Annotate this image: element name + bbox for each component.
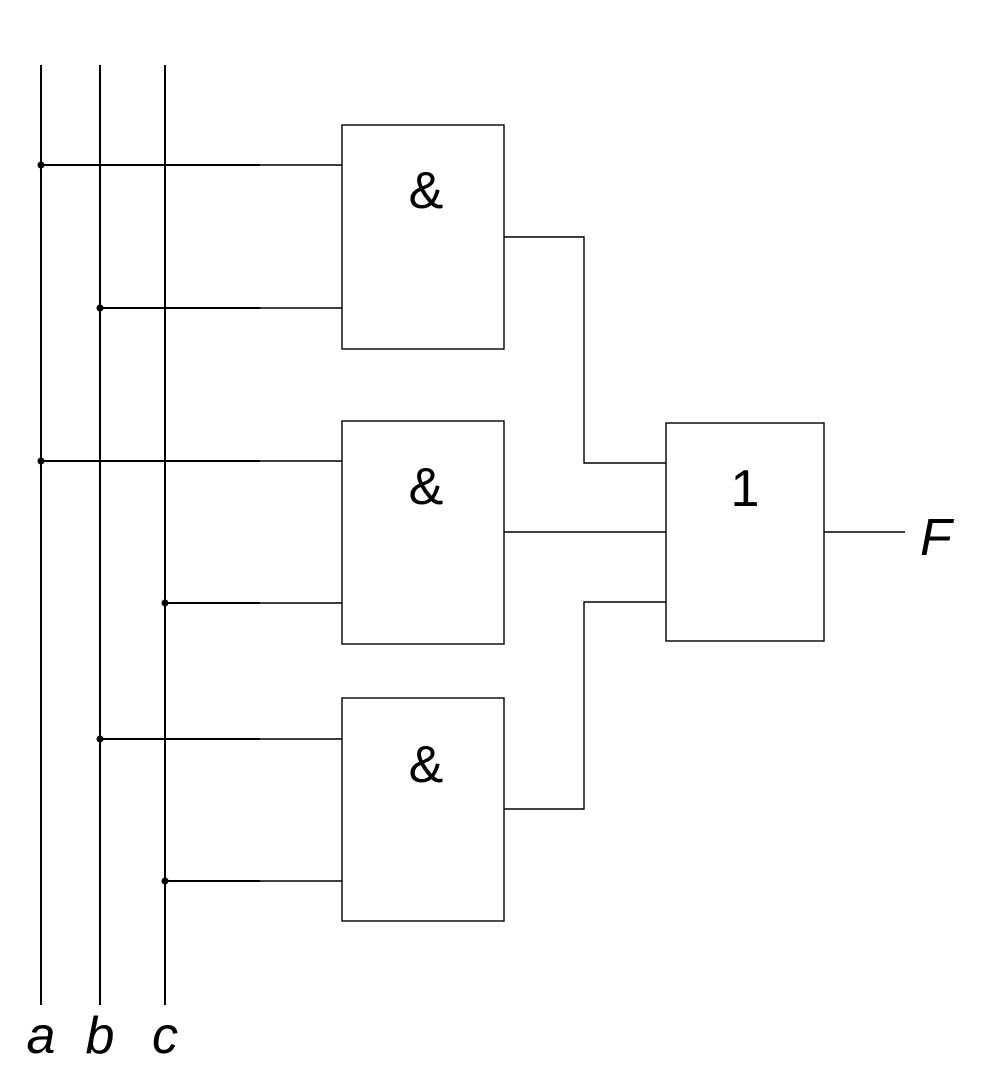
output-label-F: F bbox=[920, 509, 955, 567]
input-label-b: b bbox=[86, 1007, 115, 1065]
junction-dot-b3 bbox=[96, 735, 104, 743]
or-gate bbox=[665, 422, 825, 642]
and-gate-1-symbol: & bbox=[409, 162, 444, 220]
junction-dot-c3 bbox=[161, 877, 169, 885]
and-gate-3 bbox=[341, 697, 505, 922]
wire-and3-to-or bbox=[504, 601, 666, 810]
or-gate-symbol: 1 bbox=[731, 460, 760, 518]
junction-dot-c2 bbox=[161, 599, 169, 607]
and-gate-2 bbox=[341, 420, 505, 645]
junction-dot-b1 bbox=[96, 304, 104, 312]
and-gate-1 bbox=[341, 124, 505, 350]
and-gate-2-symbol: & bbox=[409, 458, 444, 516]
junction-dot-a2 bbox=[37, 457, 45, 465]
junction-dot-a1 bbox=[37, 161, 45, 169]
input-label-a: a bbox=[27, 1007, 56, 1065]
and-gate-3-symbol: & bbox=[409, 736, 444, 794]
wire-and1-to-or bbox=[504, 236, 666, 464]
input-label-c: c bbox=[152, 1007, 178, 1065]
